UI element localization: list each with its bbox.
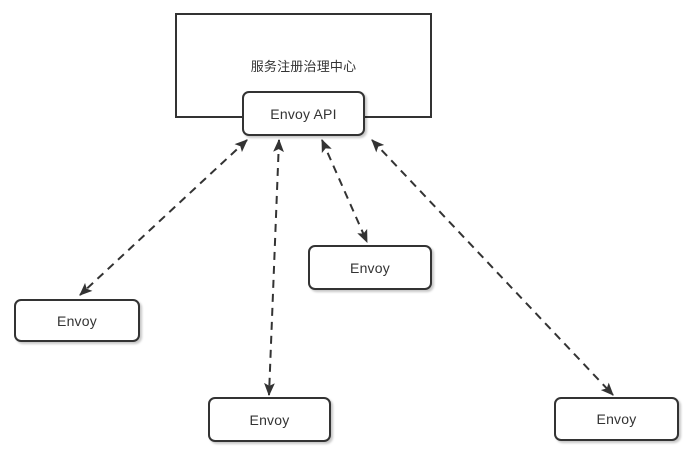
registry-center-label: 服务注册治理中心	[250, 59, 357, 74]
edge-envoy-api-to-envoy-middle	[321, 139, 368, 243]
envoy-node-left-label: Envoy	[57, 312, 97, 329]
envoy-node-bottom-right: Envoy	[554, 397, 679, 441]
edge-envoy-api-to-envoy-left	[79, 139, 248, 296]
envoy-node-middle: Envoy	[308, 245, 432, 290]
envoy-node-left: Envoy	[14, 299, 140, 342]
envoy-node-middle-label: Envoy	[350, 259, 390, 276]
envoy-api-label: Envoy API	[270, 105, 337, 122]
envoy-node-bottom-center: Envoy	[208, 397, 331, 442]
edge-envoy-api-to-envoy-bottom-center	[264, 138, 284, 397]
envoy-node-bottom-center-label: Envoy	[249, 411, 290, 428]
envoy-node-bottom-right-label: Envoy	[596, 411, 637, 427]
envoy-api-box: Envoy API	[242, 91, 365, 136]
